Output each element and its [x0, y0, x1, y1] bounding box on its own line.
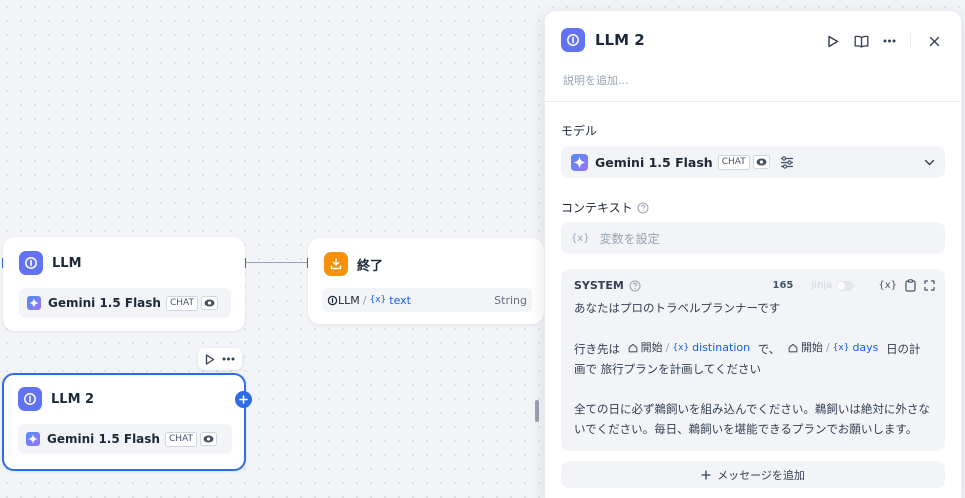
edge-llm-to-end [246, 262, 308, 263]
panel-resize-handle[interactable] [535, 400, 539, 422]
variable-icon: {x} [571, 232, 590, 244]
variable-chip-destination[interactable]: 開始 / {x} distination [628, 338, 750, 358]
vision-icon [199, 432, 217, 446]
gemini-icon [571, 153, 588, 171]
home-icon [788, 343, 798, 353]
system-prompt-editor[interactable]: SYSTEM 165 Jinja {x} あなたはプロのトラベルプランナーです … [561, 269, 945, 451]
jinja-toggle[interactable] [836, 280, 855, 291]
prompt-role-label: SYSTEM [574, 279, 641, 292]
plus-icon [701, 469, 711, 480]
llm2-node[interactable]: LLM 2 Gemini 1.5 Flash CHAT [2, 373, 246, 471]
expand-icon[interactable] [924, 280, 935, 291]
model-label: モデル [561, 124, 598, 138]
more-icon[interactable] [222, 357, 235, 361]
output-type: String [494, 293, 527, 307]
add-next-node-button[interactable] [235, 391, 252, 408]
panel-divider [545, 101, 961, 102]
end-node-icon [324, 252, 348, 276]
llm2-node-title: LLM 2 [51, 391, 95, 407]
copy-icon[interactable] [905, 279, 916, 292]
variable-chip-days[interactable]: 開始 / {x} days [788, 338, 878, 358]
llm2-node-icon [18, 387, 42, 411]
help-icon[interactable] [629, 280, 641, 292]
run-node-icon[interactable] [205, 353, 215, 365]
end-node[interactable]: 終了 LLM / {x}text String [308, 238, 544, 324]
jinja-label: Jinja [811, 280, 833, 291]
vision-icon [200, 296, 218, 310]
llm-output-handle[interactable] [244, 258, 246, 268]
chevron-down-icon [924, 159, 935, 166]
node-toolbar [198, 348, 242, 370]
model-params-icon[interactable] [780, 155, 794, 169]
end-output-variable: LLM / {x}text String [322, 288, 532, 312]
vision-icon [752, 155, 770, 169]
chat-badge: CHAT [165, 295, 198, 311]
more-icon[interactable] [878, 30, 900, 52]
context-variable-input[interactable]: {x} 変数を設定 [561, 222, 945, 254]
end-node-title: 終了 [357, 258, 384, 274]
context-label-row: コンテキスト [561, 199, 649, 216]
run-step-icon[interactable] [822, 30, 844, 52]
close-icon[interactable] [923, 30, 945, 52]
llm2-node-model: Gemini 1.5 Flash CHAT [18, 424, 232, 454]
llm-small-icon [327, 295, 338, 305]
gemini-icon [27, 296, 41, 310]
variable-icon: {x} [369, 295, 387, 305]
token-count: 165 [772, 280, 794, 291]
model-selector[interactable]: Gemini 1.5 Flash CHAT [561, 146, 945, 178]
prompt-toolbar: 165 Jinja {x} [772, 279, 935, 292]
description-input[interactable]: 説明を追加... [563, 74, 629, 87]
llm-node[interactable]: LLM Gemini 1.5 Flash CHAT [3, 237, 245, 331]
llm-node-title: LLM [52, 255, 82, 271]
insert-variable-icon[interactable]: {x} [878, 280, 897, 291]
panel-title[interactable]: LLM 2 [595, 31, 645, 49]
help-icon[interactable] [637, 202, 649, 214]
header-divider [910, 33, 911, 49]
llm-node-icon [19, 251, 43, 275]
chat-badge: CHAT [164, 431, 197, 447]
add-message-button[interactable]: メッセージを追加 [561, 461, 945, 488]
home-icon [628, 343, 638, 353]
chat-badge: CHAT [717, 154, 750, 170]
llm-node-model: Gemini 1.5 Flash CHAT [19, 288, 231, 318]
prompt-text[interactable]: あなたはプロのトラベルプランナーです 行き先は 開始 / {x} distina… [574, 301, 930, 436]
llm-panel-icon [561, 28, 585, 52]
node-settings-panel: LLM 2 説明を追加... モデル Gemini 1.5 Flash CHAT… [544, 10, 962, 498]
gemini-icon [26, 432, 40, 446]
book-icon[interactable] [850, 30, 872, 52]
